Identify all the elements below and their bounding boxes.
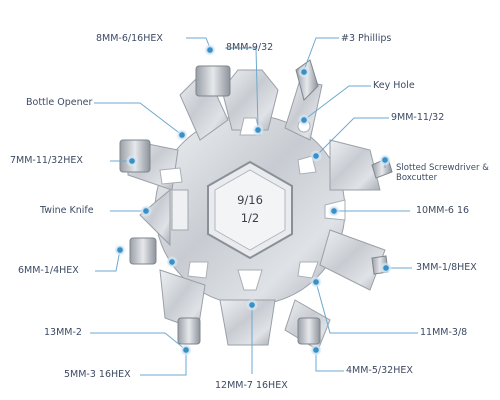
label-10mm-6-16: 10MM-6 16 [416, 205, 470, 216]
label-3mm-1-8hex: 3MM-1/8HEX [416, 262, 477, 273]
leader-line [315, 117, 389, 157]
target-dot-icon [126, 155, 138, 167]
leader-line [315, 281, 418, 334]
target-dot-icon [140, 205, 152, 217]
leader-line [140, 350, 187, 376]
leader-line [94, 102, 183, 136]
center-hex-bottom-size: 1/2 [240, 211, 260, 225]
center-hex-top-size: 9/16 [237, 193, 263, 207]
target-dot-icon [180, 344, 192, 356]
leader-line [303, 37, 339, 71]
label-3-phillips: #3 Phillips [341, 33, 392, 44]
label-11mm-3-8: 11MM-3/8 [420, 327, 468, 338]
label-key-hole: Key Hole [373, 80, 415, 91]
label-7mm-11-32hex: 7MM-11/32HEX [10, 155, 83, 166]
target-dot-icon [246, 299, 258, 311]
label-bottle-opener: Bottle Opener [26, 97, 93, 108]
leader-line [95, 249, 121, 272]
target-dot-icon [379, 154, 391, 166]
target-dot-icon [328, 205, 340, 217]
leader-line [225, 47, 259, 129]
label-5mm-3-16hex: 5MM-3 16HEX [64, 369, 131, 380]
label-twine-knife: Twine Knife [40, 205, 94, 216]
target-dot-icon [310, 150, 322, 162]
target-dot-icon [114, 244, 126, 256]
target-dot-icon [176, 129, 188, 141]
target-dots [114, 44, 392, 356]
leader-line [315, 350, 344, 372]
target-dot-icon [380, 262, 392, 274]
target-dot-icon [252, 124, 264, 136]
label-slotted-screwdriver-boxcutter: Slotted Screwdriver & Boxcutter [396, 163, 489, 183]
leader-line [303, 85, 371, 121]
target-dot-icon [298, 114, 310, 126]
label-8mm-6-16hex: 8MM-6/16HEX [96, 33, 163, 44]
target-dot-icon [310, 276, 322, 288]
target-dot-icon [310, 344, 322, 356]
target-dot-icon [166, 256, 178, 268]
label-9mm-11-32: 9MM-11/32 [391, 112, 445, 123]
label-6mm-1-4hex: 6MM-1/4HEX [18, 265, 79, 276]
leader-line [90, 332, 187, 351]
label-12mm-7-16hex: 12MM-7 16HEX [215, 380, 288, 391]
label-4mm-5-32hex: 4MM-5/32HEX [346, 365, 413, 376]
target-dot-icon [298, 66, 310, 78]
label-8mm-9-32: 8MM-9/32 [226, 42, 274, 53]
snowflake-body [119, 59, 393, 351]
label-13mm-2: 13MM-2 [44, 327, 82, 338]
target-dot-icon [204, 44, 216, 56]
leader-lines [90, 37, 418, 376]
